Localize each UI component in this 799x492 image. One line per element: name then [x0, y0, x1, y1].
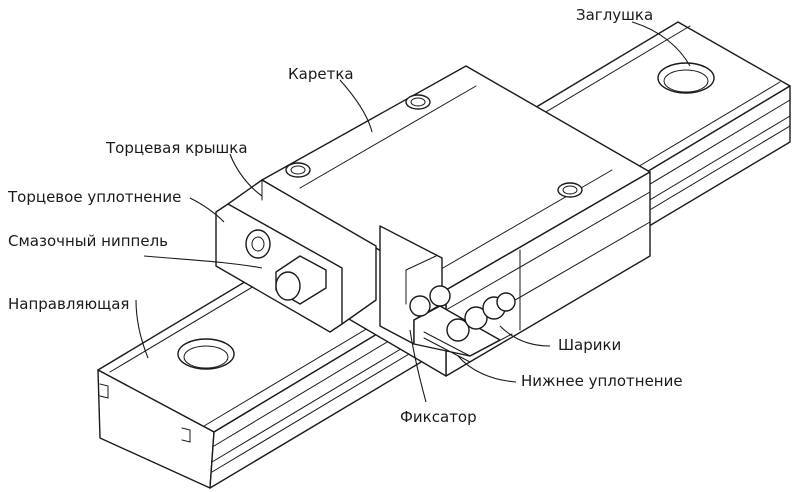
mounting-hole-2	[285, 162, 311, 178]
label-rail: Направляющая	[8, 295, 129, 313]
grease-nipple	[245, 229, 327, 305]
label-carriage: Каретка	[288, 65, 354, 83]
labels: Заглушка Каретка Торцевая крышка Торцево…	[7, 6, 683, 426]
bottom-seal	[423, 331, 513, 363]
end-plug-far	[657, 62, 715, 94]
end-plug-near	[177, 338, 235, 370]
label-grease-nipple: Смазочный ниппель	[8, 232, 168, 250]
label-retainer: Фиксатор	[400, 408, 477, 426]
label-bottom-seal: Нижнее уплотнение	[521, 372, 683, 390]
balls	[409, 285, 516, 342]
label-balls: Шарики	[558, 336, 621, 354]
mounting-hole-1	[405, 94, 431, 110]
label-end-seal: Торцевое уплотнение	[7, 188, 181, 206]
label-end-cap: Торцевая крышка	[105, 139, 248, 157]
mounting-hole-3	[557, 182, 583, 198]
label-end-plug: Заглушка	[576, 6, 653, 24]
leader-lines	[135, 21, 691, 403]
